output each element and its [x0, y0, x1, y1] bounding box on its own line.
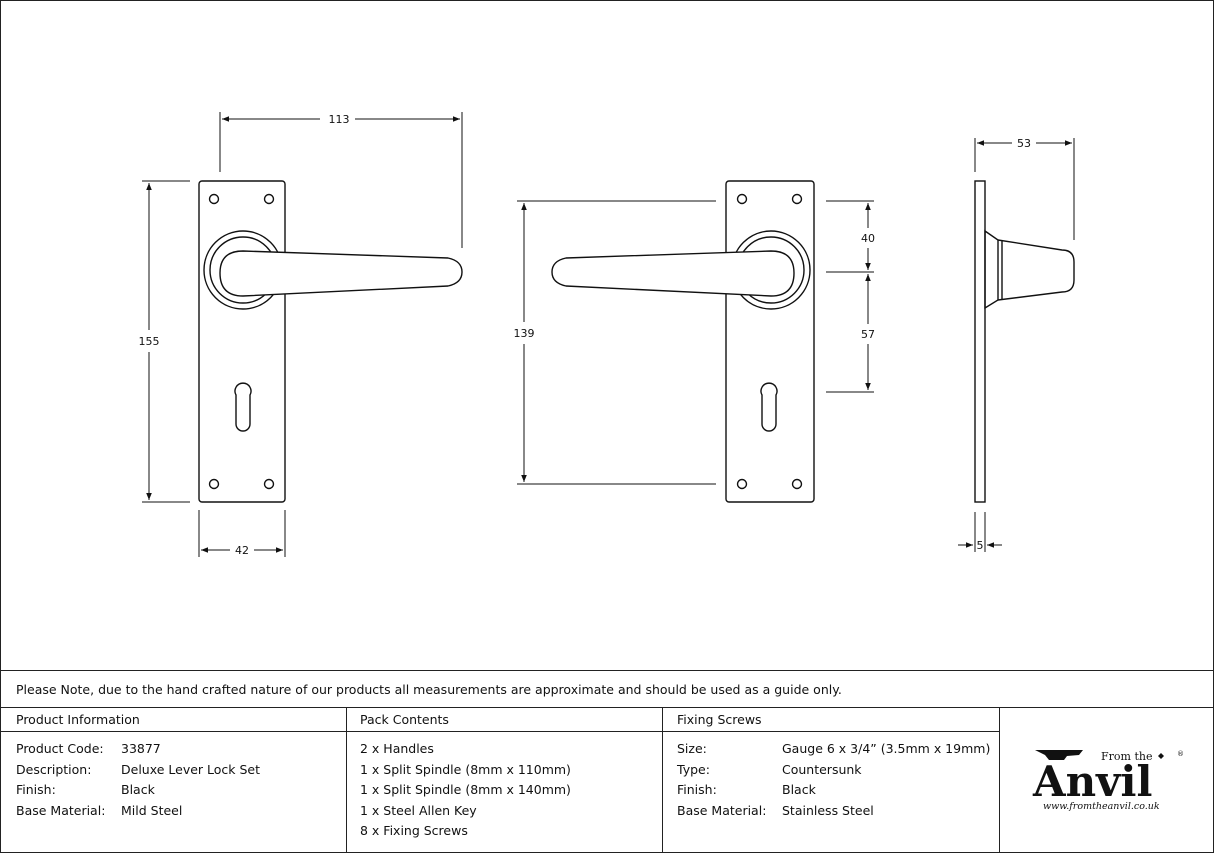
- finish-value: Black: [121, 782, 155, 797]
- front-view-right: [551, 180, 815, 503]
- technical-drawing: 113 155 42 139 40 57: [139, 112, 1075, 557]
- lever-handle: [551, 250, 795, 297]
- divider: [999, 707, 1000, 853]
- finish-label: Finish:: [16, 782, 56, 797]
- screw-hole: [208, 193, 220, 205]
- dim-front-height: 155: [139, 335, 160, 348]
- dim-lever-to-keyhole: 57: [861, 328, 875, 341]
- dim-plate-width: 42: [235, 544, 249, 557]
- base-material-value: Mild Steel: [121, 802, 183, 818]
- side-view: [974, 180, 1075, 503]
- logo-anvil: Anvil: [1032, 757, 1152, 806]
- dim-projection: 53: [1017, 137, 1031, 150]
- keyhole: [760, 382, 778, 432]
- description-value: Deluxe Lever Lock Set: [121, 761, 261, 777]
- anvil-icon: [1035, 750, 1083, 760]
- screw-hole: [791, 478, 803, 490]
- divider: [662, 707, 663, 853]
- diamond-icon: [1158, 753, 1164, 759]
- side-plate: [974, 180, 986, 503]
- keyhole: [234, 382, 252, 432]
- pack-item: 1 x Split Spindle (8mm x 140mm): [360, 782, 571, 797]
- measurement-note: Please Note, due to the hand crafted nat…: [16, 682, 842, 697]
- divider: [1, 731, 999, 732]
- pack-contents-heading: Pack Contents: [360, 712, 449, 727]
- dim-front-width: 113: [329, 113, 350, 126]
- screw-hole: [263, 193, 275, 205]
- type-value: Countersunk: [782, 761, 862, 777]
- product-info-heading: Product Information: [16, 712, 140, 727]
- logo-registered: ®: [1177, 750, 1184, 758]
- screw-hole: [736, 478, 748, 490]
- description-label: Description:: [16, 761, 92, 777]
- info-panel: Please Note, due to the hand crafted nat…: [1, 670, 1213, 853]
- pack-contents-list: 2 x Handles 1 x Split Spindle (8mm x 110…: [360, 739, 571, 842]
- divider: [346, 707, 347, 853]
- logo-from-the: From the: [1101, 750, 1152, 763]
- divider: [1, 707, 1213, 708]
- logo-url: www.fromtheanvil.co.uk: [1043, 801, 1160, 812]
- size-label: Size:: [677, 741, 707, 756]
- from-the-anvil-logo: From the ® Anvil www.fromtheanvil.co.uk: [1032, 750, 1184, 812]
- product-info-values: 33877 Deluxe Lever Lock Set Black Mild S…: [121, 739, 260, 821]
- screw-hole: [736, 193, 748, 205]
- screw-hole: [208, 478, 220, 490]
- pack-item: 1 x Split Spindle (8mm x 110mm): [360, 761, 571, 777]
- fixing-screws-values: Gauge 6 x 3/4” (3.5mm x 19mm) Countersun…: [782, 739, 990, 821]
- base-material-label: Base Material:: [16, 802, 106, 818]
- dim-top-to-lever: 40: [861, 232, 875, 245]
- side-lever: [997, 239, 1075, 301]
- product-code-value: 33877: [121, 741, 161, 756]
- screw-finish-label: Finish:: [677, 782, 717, 797]
- fixing-screws-heading: Fixing Screws: [677, 712, 762, 727]
- size-value: Gauge 6 x 3/4” (3.5mm x 19mm): [782, 741, 991, 756]
- type-label: Type:: [677, 761, 710, 777]
- backplate: [725, 180, 815, 503]
- lever-handle: [219, 250, 463, 297]
- screw-material-label: Base Material:: [677, 802, 767, 818]
- pack-item: 8 x Fixing Screws: [360, 823, 468, 838]
- dim-plate-thickness: 5: [977, 539, 984, 552]
- pack-item: 2 x Handles: [360, 741, 434, 756]
- screw-finish-value: Black: [782, 782, 816, 797]
- product-info-labels: Product Code: Description: Finish: Base …: [16, 739, 105, 821]
- fixing-screws-labels: Size: Type: Finish: Base Material:: [677, 739, 766, 821]
- screw-material-value: Stainless Steel: [782, 802, 874, 818]
- side-rose: [984, 229, 999, 310]
- front-view-left: [198, 180, 463, 503]
- product-code-label: Product Code:: [16, 741, 104, 756]
- pack-item: 1 x Steel Allen Key: [360, 802, 477, 818]
- backplate: [198, 180, 286, 503]
- screw-hole: [791, 193, 803, 205]
- dim-centres: 139: [514, 327, 535, 340]
- screw-hole: [263, 478, 275, 490]
